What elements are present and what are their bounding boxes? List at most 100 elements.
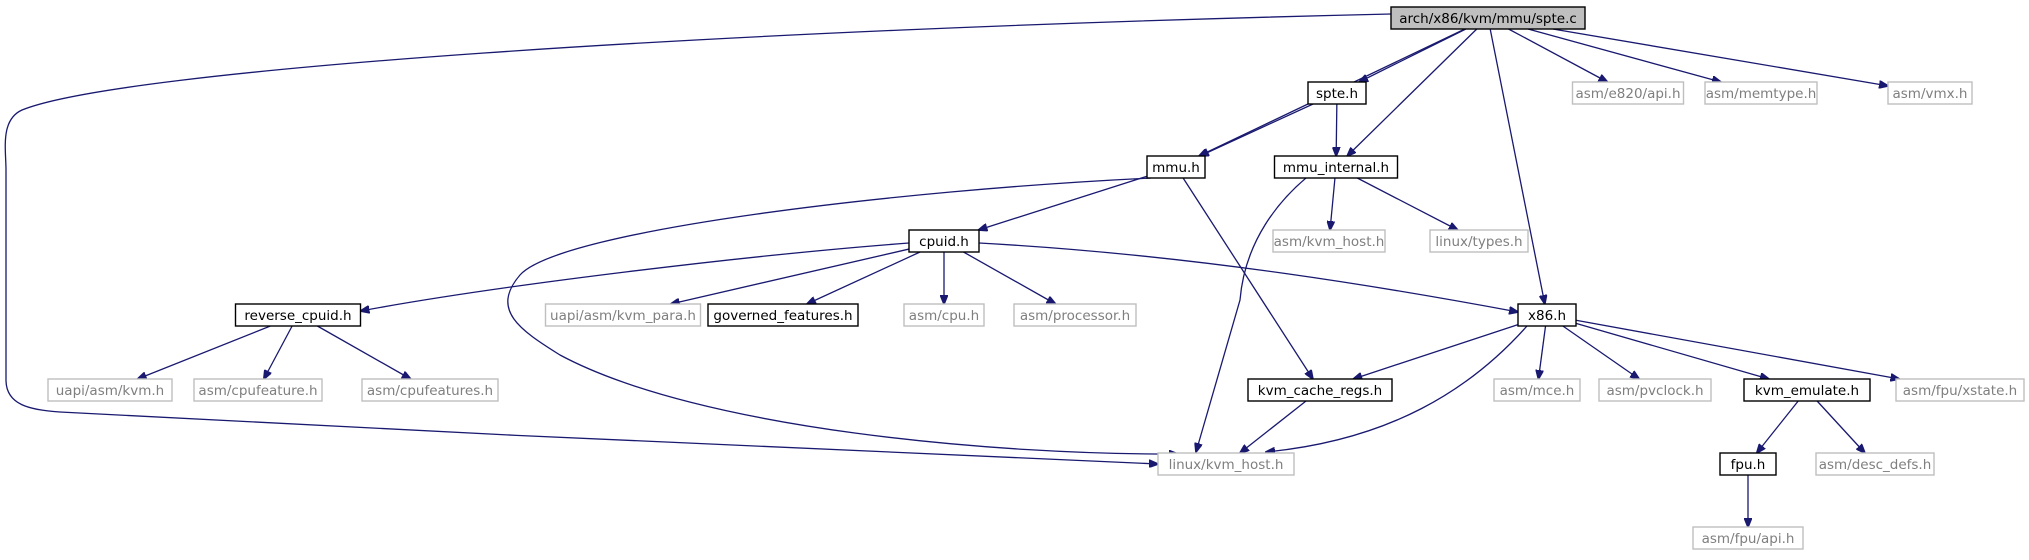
edge-spte-h-to-mmu-h	[1200, 103, 1314, 156]
node-asm-processor-h-box	[1013, 303, 1137, 327]
edge-spte-h-to-mmu-internal-h	[1336, 103, 1337, 156]
edge-mmu-h-to-kvm-cache-regs-h	[1182, 177, 1313, 379]
node-asm-cpufeatures-h: asm/cpufeatures.h	[361, 378, 499, 402]
node-x86-h-label: x86.h	[1528, 308, 1566, 324]
node-uapi-asm-kvm-h-box	[47, 378, 173, 402]
edge-spte-c-to-mmu-internal-h	[1347, 28, 1478, 156]
node-asm-fpu-api-h-box	[1692, 526, 1804, 550]
node-asm-kvm-host-h-box	[1272, 229, 1386, 253]
node-governed-features-h-label: governed_features.h	[713, 308, 852, 324]
node-mmu-h-box	[1146, 155, 1206, 179]
node-asm-mce-h-label: asm/mce.h	[1500, 383, 1575, 399]
edge-spte-c-to-asm-vmx-h	[1552, 28, 1888, 86]
edge-x86-h-to-kvm-emulate-h	[1575, 322, 1769, 379]
edge-cpuid-h-to-reverse-cpuid-h	[361, 242, 910, 311]
node-asm-desc-defs-h-box	[1815, 452, 1935, 476]
node-asm-fpu-xstate-h: asm/fpu/xstate.h	[1895, 378, 2025, 402]
node-x86-h[interactable]: x86.h	[1517, 303, 1577, 327]
node-cpuid-h-box	[908, 229, 980, 253]
node-reverse-cpuid-h-box	[234, 303, 362, 327]
edge-cpuid-h-to-asm-processor-h	[963, 251, 1055, 304]
edge-kvm-cache-regs-h-to-linux-kvm-host-h	[1240, 400, 1307, 453]
edge-mmu-h-to-cpuid-h	[978, 175, 1148, 230]
node-asm-e820-api-h: asm/e820/api.h	[1571, 81, 1685, 105]
node-asm-memtype-h: asm/memtype.h	[1704, 81, 1818, 105]
node-asm-cpufeatures-h-box	[361, 378, 499, 402]
node-mmu-h-label: mmu.h	[1152, 160, 1200, 176]
node-reverse-cpuid-h-label: reverse_cpuid.h	[244, 308, 351, 324]
node-reverse-cpuid-h[interactable]: reverse_cpuid.h	[234, 303, 362, 327]
node-kvm-cache-regs-h[interactable]: kvm_cache_regs.h	[1247, 378, 1393, 402]
node-asm-cpu-h-box	[903, 303, 985, 327]
edge-reverse-cpuid-h-to-uapi-asm-kvm-h	[138, 325, 271, 379]
node-linux-types-h-label: linux/types.h	[1435, 234, 1522, 250]
node-linux-types-h-box	[1429, 229, 1529, 253]
node-asm-fpu-api-h-label: asm/fpu/api.h	[1702, 531, 1795, 547]
node-asm-desc-defs-h: asm/desc_defs.h	[1815, 452, 1935, 476]
node-spte-h-box	[1307, 81, 1367, 105]
node-asm-cpufeature-h-label: asm/cpufeature.h	[198, 383, 317, 399]
node-uapi-asm-kvm-para-h-label: uapi/asm/kvm_para.h	[550, 308, 696, 324]
node-asm-vmx-h-box	[1887, 81, 1973, 105]
node-asm-kvm-host-h: asm/kvm_host.h	[1272, 229, 1386, 253]
node-spte-c-label: arch/x86/kvm/mmu/spte.c	[1399, 11, 1577, 27]
edge-spte-c-to-x86-h	[1489, 28, 1545, 304]
edge-mmu-internal-h-to-asm-kvm-host-h	[1330, 177, 1336, 230]
node-mmu-internal-h[interactable]: mmu_internal.h	[1273, 155, 1399, 179]
edge-x86-h-to-kvm-cache-regs-h	[1353, 323, 1519, 379]
edge-x86-h-to-asm-mce-h	[1538, 325, 1547, 379]
node-asm-memtype-h-box	[1704, 81, 1818, 105]
node-cpuid-h[interactable]: cpuid.h	[908, 229, 980, 253]
node-asm-vmx-h-label: asm/vmx.h	[1893, 86, 1968, 102]
edge-kvm-emulate-h-to-asm-desc-defs-h	[1816, 400, 1865, 453]
node-linux-kvm-host-h: linux/kvm_host.h	[1157, 452, 1295, 476]
node-spte-c-box	[1390, 6, 1586, 30]
node-cpuid-h-label: cpuid.h	[919, 234, 969, 250]
node-kvm-cache-regs-h-label: kvm_cache_regs.h	[1258, 383, 1382, 399]
node-kvm-emulate-h-box	[1743, 378, 1871, 402]
node-kvm-emulate-h-label: kvm_emulate.h	[1755, 383, 1859, 399]
edge-mmu-h-to-linux-kvm-host-h	[507, 177, 1178, 454]
node-mmu-internal-h-box	[1273, 155, 1399, 179]
node-asm-processor-h: asm/processor.h	[1013, 303, 1137, 327]
edge-mmu-internal-h-to-linux-types-h	[1356, 177, 1457, 230]
edges-layer	[4, 13, 1899, 527]
node-fpu-h-label: fpu.h	[1731, 457, 1766, 473]
node-kvm-emulate-h[interactable]: kvm_emulate.h	[1743, 378, 1871, 402]
edge-spte-c-to-asm-e820-api-h	[1508, 28, 1608, 82]
node-x86-h-box	[1517, 303, 1577, 327]
node-spte-c[interactable]: arch/x86/kvm/mmu/spte.c	[1390, 6, 1586, 30]
node-mmu-internal-h-label: mmu_internal.h	[1283, 160, 1389, 176]
node-linux-kvm-host-h-label: linux/kvm_host.h	[1169, 457, 1284, 473]
node-asm-desc-defs-h-label: asm/desc_defs.h	[1819, 457, 1932, 473]
edge-x86-h-to-asm-pvclock-h	[1562, 325, 1639, 379]
node-asm-pvclock-h-label: asm/pvclock.h	[1606, 383, 1703, 399]
node-asm-mce-h-box	[1493, 378, 1581, 402]
node-asm-processor-h-label: asm/processor.h	[1020, 308, 1130, 324]
node-governed-features-h-box	[707, 303, 859, 327]
edge-reverse-cpuid-h-to-asm-cpufeature-h	[264, 325, 293, 379]
node-asm-cpufeature-h: asm/cpufeature.h	[193, 378, 323, 402]
node-asm-cpu-h-label: asm/cpu.h	[909, 308, 979, 324]
node-asm-cpu-h: asm/cpu.h	[903, 303, 985, 327]
node-kvm-cache-regs-h-box	[1247, 378, 1393, 402]
node-mmu-h[interactable]: mmu.h	[1146, 155, 1206, 179]
node-governed-features-h[interactable]: governed_features.h	[707, 303, 859, 327]
node-asm-cpufeatures-h-label: asm/cpufeatures.h	[367, 383, 493, 399]
edge-x86-h-to-linux-kvm-host-h	[1266, 325, 1528, 452]
node-asm-cpufeature-h-box	[193, 378, 323, 402]
node-asm-memtype-h-label: asm/memtype.h	[1706, 86, 1817, 102]
node-asm-e820-api-h-label: asm/e820/api.h	[1575, 86, 1680, 102]
edge-x86-h-to-asm-fpu-xstate-h	[1575, 319, 1899, 379]
node-linux-types-h: linux/types.h	[1429, 229, 1529, 253]
edge-spte-c-to-spte-h	[1359, 28, 1467, 82]
edge-mmu-internal-h-to-linux-kvm-host-h	[1196, 177, 1307, 452]
node-spte-h[interactable]: spte.h	[1307, 81, 1367, 105]
node-fpu-h-box	[1719, 452, 1777, 476]
node-fpu-h[interactable]: fpu.h	[1719, 452, 1777, 476]
node-uapi-asm-kvm-para-h: uapi/asm/kvm_para.h	[544, 303, 702, 327]
node-asm-e820-api-h-box	[1571, 81, 1685, 105]
node-asm-pvclock-h-box	[1598, 378, 1712, 402]
edge-spte-c-to-asm-memtype-h	[1527, 28, 1721, 82]
